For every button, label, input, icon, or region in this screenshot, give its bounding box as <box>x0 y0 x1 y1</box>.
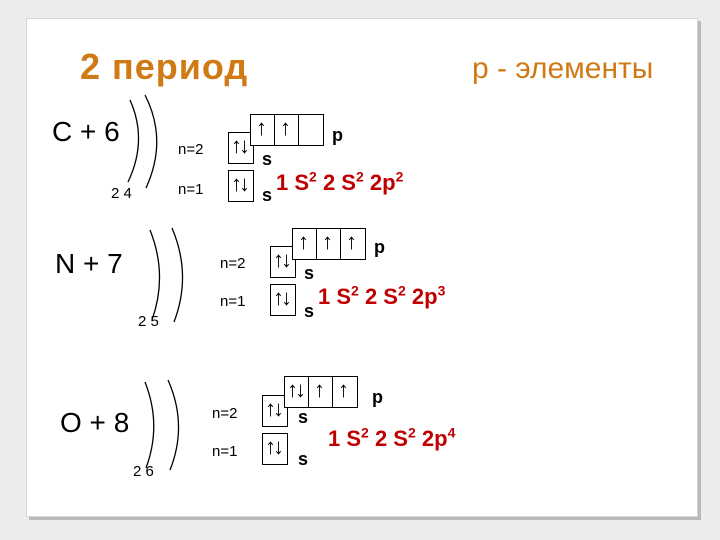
spin-up-arrow-icon: ↑ <box>231 133 242 158</box>
orbital-2p-oxygen: ↑↓ ↑ ↑ <box>284 376 358 408</box>
spin-up-arrow-icon: ↑ <box>287 377 298 402</box>
spin-down-arrow-icon: ↓ <box>239 133 250 158</box>
element-symbol-oxygen: O + 8 <box>60 407 130 438</box>
orbital-2p-carbon: ↑ ↑ <box>250 114 324 146</box>
shell-distribution-carbon: 2 4 <box>111 185 132 202</box>
spin-up-arrow-icon: ↑ <box>322 229 333 254</box>
s-sublevel-label: s <box>262 149 273 169</box>
orbital-2s-nitrogen: ↑ ↓ <box>270 246 296 278</box>
spin-up-arrow-icon: ↑ <box>265 396 276 421</box>
orbital-1s-carbon: ↑ ↓ <box>228 170 254 202</box>
p-sublevel-label: p <box>374 237 385 257</box>
spin-down-arrow-icon: ↓ <box>281 285 292 310</box>
spin-up-arrow-icon: ↑ <box>256 115 267 140</box>
level-n1-oxygen: n=1 <box>212 443 238 460</box>
spin-down-arrow-icon: ↓ <box>239 171 250 196</box>
s-sublevel-label: s <box>304 301 315 321</box>
spin-up-arrow-icon: ↑ <box>280 115 291 140</box>
spin-up-arrow-icon: ↑ <box>231 171 242 196</box>
spin-up-arrow-icon: ↑ <box>298 229 309 254</box>
orbital-2s-oxygen: ↑ ↓ <box>262 395 288 427</box>
spin-up-arrow-icon: ↑ <box>346 229 357 254</box>
orbital-1s-nitrogen: ↑ ↓ <box>270 284 296 316</box>
orbital-2s-carbon: ↑ ↓ <box>228 132 254 164</box>
level-n2-nitrogen: n=2 <box>220 255 246 272</box>
shell-distribution-oxygen: 2 6 <box>133 463 154 480</box>
spin-up-arrow-icon: ↑ <box>338 377 349 402</box>
s-sublevel-label: s <box>262 185 273 205</box>
spin-down-arrow-icon: ↓ <box>273 434 284 459</box>
electron-formula-oxygen: 1 S2 2 S2 2p4 <box>328 424 456 451</box>
orbital-2p-nitrogen: ↑ ↑ ↑ <box>292 228 366 260</box>
element-symbol-nitrogen: N + 7 <box>55 248 123 279</box>
p-sublevel-label: p <box>332 125 343 145</box>
spin-up-arrow-icon: ↑ <box>314 377 325 402</box>
p-sublevel-label: p <box>372 387 383 407</box>
page-title: 2 период <box>80 46 249 87</box>
spin-up-arrow-icon: ↑ <box>273 285 284 310</box>
level-n1-carbon: n=1 <box>178 181 204 198</box>
electron-formula-nitrogen: 1 S2 2 S2 2p3 <box>318 282 446 309</box>
page-subtitle: р - элементы <box>472 52 654 85</box>
spin-up-arrow-icon: ↑ <box>265 434 276 459</box>
level-n2-oxygen: n=2 <box>212 405 238 422</box>
spin-down-arrow-icon: ↓ <box>273 396 284 421</box>
shell-distribution-nitrogen: 2 5 <box>138 313 159 330</box>
s-sublevel-label: s <box>304 263 315 283</box>
orbital-1s-oxygen: ↑ ↓ <box>262 433 288 465</box>
s-sublevel-label: s <box>298 449 309 469</box>
element-symbol-carbon: C + 6 <box>52 116 120 147</box>
slide <box>26 18 698 517</box>
spin-up-arrow-icon: ↑ <box>273 247 284 272</box>
spin-down-arrow-icon: ↓ <box>281 247 292 272</box>
s-sublevel-label: s <box>298 407 309 427</box>
electron-formula-carbon: 1 S2 2 S2 2p2 <box>276 168 404 195</box>
level-n2-carbon: n=2 <box>178 141 204 158</box>
level-n1-nitrogen: n=1 <box>220 293 246 310</box>
spin-down-arrow-icon: ↓ <box>295 377 306 402</box>
